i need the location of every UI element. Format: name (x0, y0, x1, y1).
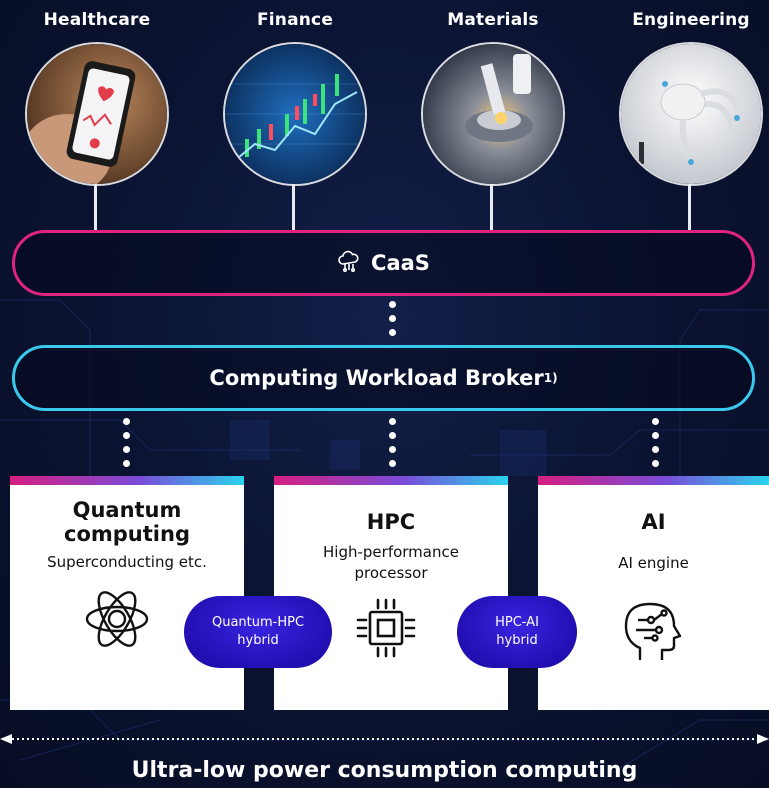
caas-bar: CaaS (12, 230, 755, 296)
hpc-subtitle-line2: processor (354, 564, 428, 582)
ai-card: AI AI engine (538, 476, 769, 710)
hpc-ai-hybrid-line1: HPC-AI (495, 615, 539, 630)
domain-label-finance: Finance (256, 10, 334, 30)
hpc-subtitle-line1: High-performance (323, 543, 459, 561)
caas-broker-dotted-connector (389, 301, 397, 336)
domain-label-materials: Materials (447, 10, 539, 30)
quantum-hpc-hybrid-line2: hybrid (237, 633, 279, 648)
double-arrow-icon (0, 734, 769, 744)
domain-label-engineering: Engineering (632, 10, 750, 30)
connector-line-engineering (688, 184, 691, 232)
atom-icon (82, 584, 152, 658)
aerodynamics-model-photo (619, 42, 763, 186)
quantum-title-line2: computing (64, 522, 190, 546)
broker-hpc-dotted-connector (389, 418, 397, 467)
bottom-caption: Ultra-low power consumption computing (131, 758, 638, 783)
card-accent-bar (10, 476, 244, 485)
chip-icon (354, 596, 418, 664)
card-accent-bar (274, 476, 508, 485)
brain-head-icon (618, 598, 684, 668)
quantum-title-line1: Quantum (72, 498, 182, 522)
smartphone-health-app-photo (25, 42, 169, 186)
broker-footnote: 1) (543, 371, 558, 385)
stock-chart-photo (223, 42, 367, 186)
ai-title: AI (641, 510, 666, 534)
cloud-network-icon (337, 249, 361, 278)
ai-subtitle: AI engine (618, 554, 689, 572)
hpc-ai-hybrid-badge: HPC-AI hybrid (457, 596, 577, 668)
caas-label: CaaS (371, 251, 430, 275)
lab-microscope-photo (421, 42, 565, 186)
connector-line-materials (490, 184, 493, 232)
quantum-computing-card: Quantum computing Superconducting etc. (10, 476, 244, 710)
hpc-ai-hybrid-line2: hybrid (496, 633, 538, 648)
broker-quantum-dotted-connector (123, 418, 131, 467)
quantum-hpc-hybrid-line1: Quantum-HPC (211, 615, 305, 630)
connector-line-finance (292, 184, 295, 232)
broker-label: Computing Workload Broker (209, 366, 544, 390)
quantum-hpc-hybrid-badge: Quantum-HPC hybrid (184, 596, 332, 668)
hpc-card: HPC High-performance processor (274, 476, 508, 710)
hpc-title: HPC (366, 510, 416, 534)
connector-line-healthcare (94, 184, 97, 232)
broker-ai-dotted-connector (652, 418, 660, 467)
quantum-subtitle: Superconducting etc. (47, 553, 207, 571)
domain-label-healthcare: Healthcare (43, 10, 151, 30)
card-accent-bar (538, 476, 769, 485)
